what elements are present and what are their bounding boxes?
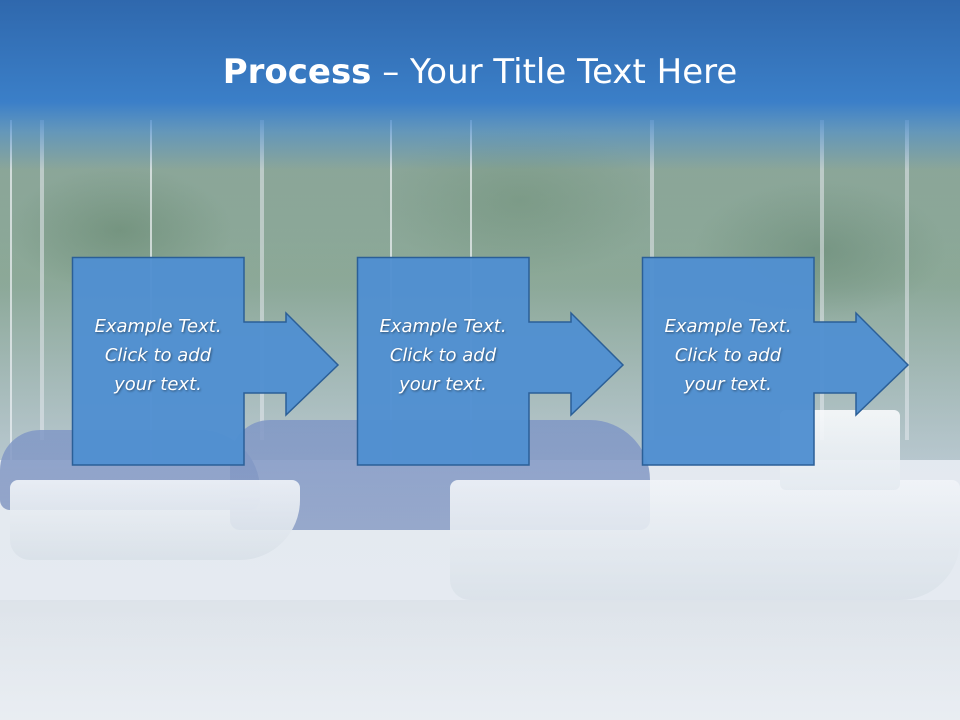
process-step-3[interactable]: Example Text. Click to add your text. <box>641 256 960 467</box>
step-line: your text. <box>399 374 487 395</box>
slide-title[interactable]: Process – Your Title Text Here <box>0 52 960 92</box>
step-arrow-shape <box>71 256 340 466</box>
title-bold-text: Process <box>222 52 372 92</box>
title-rest-text: – Your Title Text Here <box>371 52 738 92</box>
step-line: Click to add <box>674 345 782 366</box>
step-line: Click to add <box>104 345 212 366</box>
process-step-1[interactable]: Example Text. Click to add your text. <box>71 256 412 467</box>
step-line: Example Text. <box>94 316 222 337</box>
step-line: your text. <box>114 374 202 395</box>
title-banner <box>0 0 960 170</box>
process-step-2[interactable]: Example Text. Click to add your text. <box>356 256 697 467</box>
step-text: Example Text. Click to add your text. <box>72 312 244 399</box>
step-line: Example Text. <box>664 316 792 337</box>
step-arrow-shape <box>641 256 910 466</box>
step-text: Example Text. Click to add your text. <box>642 312 814 399</box>
step-arrow-shape <box>356 256 625 466</box>
step-text: Example Text. Click to add your text. <box>357 312 529 399</box>
step-line: your text. <box>684 374 772 395</box>
step-line: Example Text. <box>379 316 507 337</box>
step-line: Click to add <box>389 345 497 366</box>
